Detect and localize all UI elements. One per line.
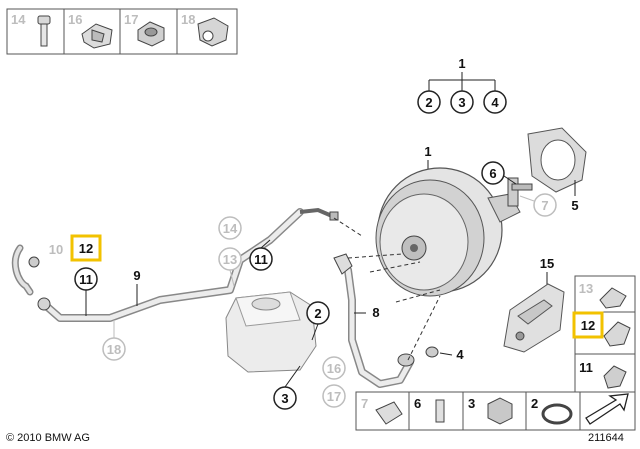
highlight-box-left (70, 234, 102, 262)
nut-thumbnail (137, 21, 165, 47)
bolt-thumbnail (37, 15, 51, 47)
strip-label-14: 14 (11, 12, 26, 27)
pipe-label-2: 2 (314, 306, 321, 321)
bottom-strip-label-3: 3 (468, 396, 475, 411)
callout-6: 6 (489, 166, 496, 181)
hose-label-10: 10 (49, 242, 63, 257)
gasket-ring: 5 (527, 127, 587, 213)
hose-label-18: 18 (107, 342, 121, 357)
side-parts-panel: 13 12 11 (572, 275, 636, 394)
callout-7: 7 (541, 198, 548, 213)
pipe-label-14: 14 (223, 221, 238, 236)
nut-thumbnail-3 (487, 397, 513, 425)
copyright-text: © 2010 BMW AG (6, 432, 90, 444)
dashed-leaders (333, 217, 441, 361)
bottom-strip-label-6: 6 (414, 396, 421, 411)
bracket-label-15: 15 (540, 256, 554, 271)
gasket-label: 5 (571, 198, 578, 213)
side-label-11: 11 (579, 360, 593, 375)
pipe-label-16: 16 (327, 361, 341, 376)
oring-thumbnail-2 (541, 403, 573, 425)
diagram-number: 211644 (588, 432, 624, 444)
bottom-strip-label-2: 2 (531, 396, 538, 411)
reservoir-label-3: 3 (281, 391, 288, 406)
highlight-box-right (572, 311, 604, 339)
side-label-12: 12 (581, 318, 595, 333)
hose-label-11: 11 (79, 272, 93, 287)
strip-label-17: 17 (124, 12, 138, 27)
pin-thumbnail-6 (435, 399, 445, 423)
hose-label-9: 9 (133, 268, 140, 283)
vacuum-hose-left (11, 207, 339, 322)
vacuum-pipe-lower (333, 253, 415, 388)
clip-thumbnail (81, 23, 113, 49)
tree-label-3: 3 (458, 95, 465, 110)
pipe-label-17: 17 (327, 389, 341, 404)
booster-label: 1 (424, 144, 431, 159)
top-parts-strip: 14 16 17 18 (6, 8, 238, 55)
strip-label-18: 18 (181, 12, 195, 27)
brake-booster: 1 (375, 144, 533, 297)
hose-label-12: 12 (79, 241, 93, 256)
side-label-13: 13 (579, 281, 593, 296)
pipe-label-13: 13 (223, 252, 237, 267)
direction-arrow-icon (585, 393, 629, 425)
strip-label-16: 16 (68, 12, 82, 27)
tree-label-4: 4 (491, 95, 499, 110)
pipe-label-11: 11 (254, 252, 268, 267)
pipe-label-8: 8 (372, 305, 379, 320)
clip-thumbnail-7 (375, 401, 403, 425)
tree-root-label: 1 (458, 56, 465, 71)
tree-label-2: 2 (425, 95, 432, 110)
bracket-thumbnail (197, 17, 229, 47)
mounting-bracket: 15 (503, 256, 565, 353)
component-tree: 1 2 3 4 (417, 56, 507, 114)
bottom-parts-strip: 7 6 3 2 (355, 391, 636, 431)
bottom-strip-label-7: 7 (361, 396, 368, 411)
fluid-reservoir (225, 291, 317, 373)
pipe-label-4: 4 (456, 347, 464, 362)
